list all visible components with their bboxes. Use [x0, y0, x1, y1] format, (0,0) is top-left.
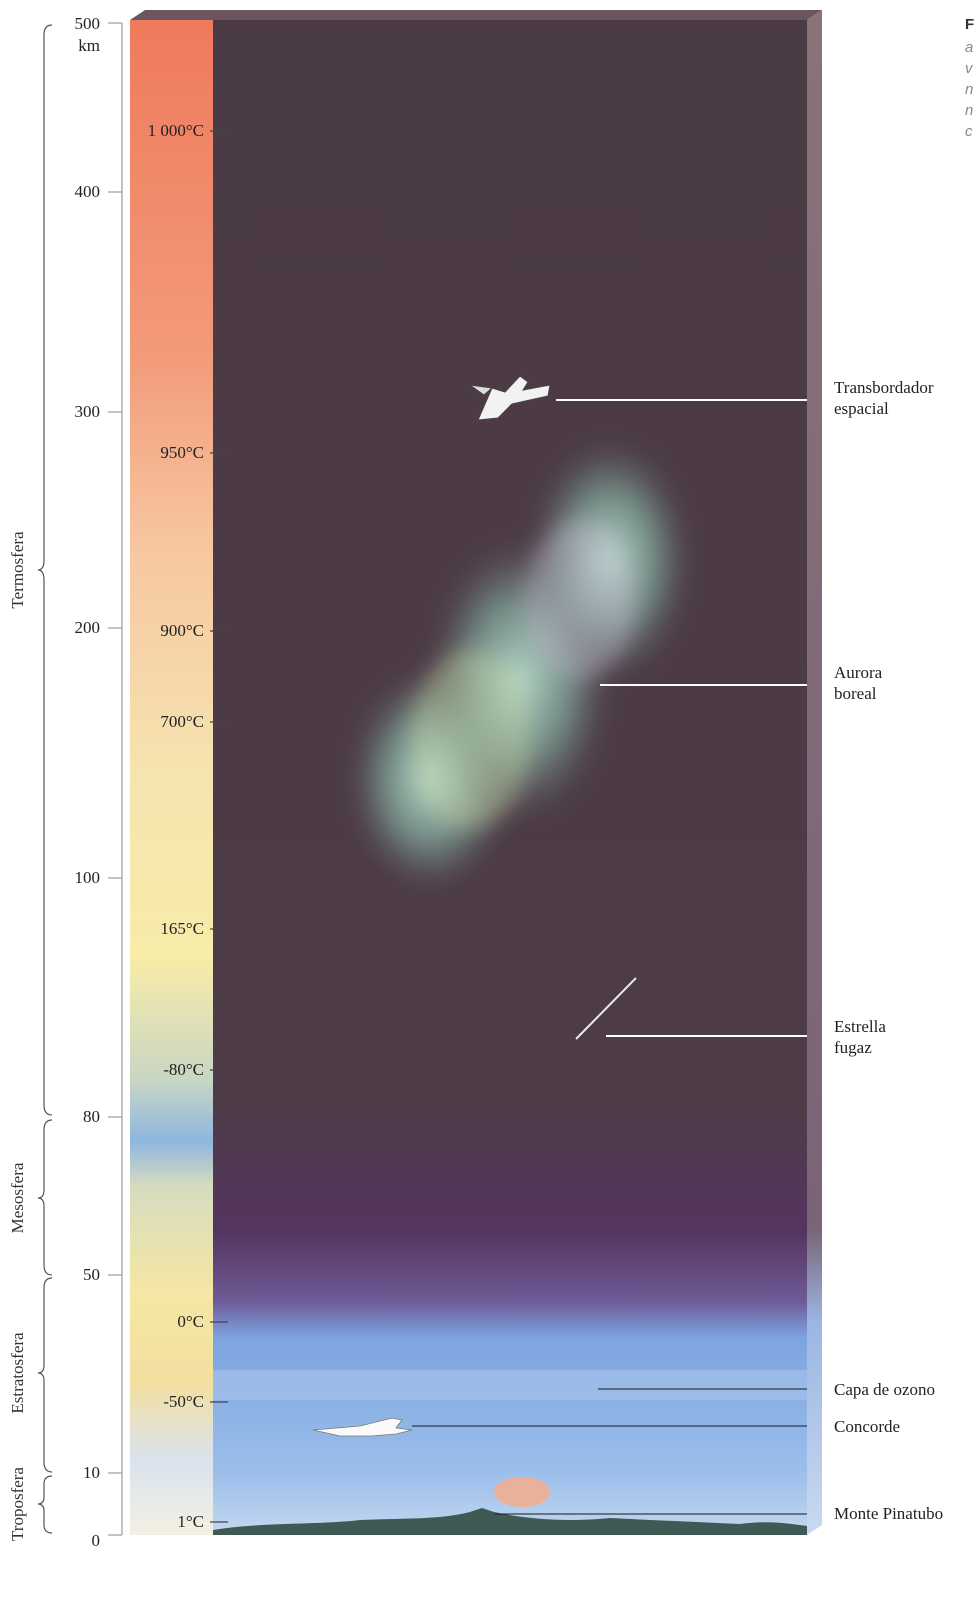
column-side-face: [807, 10, 822, 1535]
atmosphere-diagram: [37, 10, 822, 1536]
layer-braces: [37, 24, 53, 1534]
temperature-label: -50°C: [163, 1392, 204, 1411]
ground-terrain: [213, 1508, 807, 1535]
caption-line-fragment: c: [965, 123, 973, 140]
altitude-label-100: 100: [74, 868, 101, 887]
column-top-face: [130, 10, 822, 20]
annotation-ozone-layer: Capa de ozono: [834, 1380, 936, 1399]
shooting-star-trail: [575, 977, 637, 1040]
volcano-plume: [494, 1477, 550, 1507]
temperature-label: 900°C: [160, 621, 204, 640]
altitude-ticks: [108, 22, 122, 1536]
caption-title-fragment: F: [965, 16, 975, 33]
altitude-label-400: 400: [74, 182, 101, 201]
temperature-label: 1°C: [177, 1512, 204, 1531]
caption-line-fragment: n: [965, 102, 974, 119]
altitude-label-500: 500: [74, 14, 101, 33]
annotation-concorde: Concorde: [834, 1417, 901, 1436]
temperature-label: 700°C: [160, 712, 204, 731]
altitude-label-200: 200: [74, 618, 101, 637]
annotation-aurora: Aurora boreal: [834, 663, 883, 703]
temperature-strip: [130, 20, 213, 1535]
layer-label-termosfera: Termosfera: [8, 531, 27, 609]
altitude-label-80: 80: [83, 1107, 100, 1126]
layer-label-mesosfera: Mesosfera: [8, 1162, 27, 1234]
annotation-shooting-star: Estrella fugaz: [834, 1017, 886, 1057]
altitude-label-50: 50: [83, 1265, 100, 1284]
leader-lines: [412, 399, 807, 1515]
layer-label-troposfera: Troposfera: [8, 1467, 27, 1541]
caption-line-fragment: a: [965, 39, 974, 56]
aurora-illustration: [350, 440, 690, 890]
annotation-space-shuttle: Transbordador espacial: [834, 378, 934, 418]
caption-line-fragment: n: [965, 81, 974, 98]
temperature-label: 1 000°C: [147, 121, 204, 140]
annotation-mount-pinatubo: Monte Pinatubo: [834, 1504, 944, 1523]
temperature-label: 165°C: [160, 919, 204, 938]
ozone-band: [213, 1370, 807, 1400]
concorde-illustration: [312, 1417, 413, 1437]
temperature-label: 950°C: [160, 443, 204, 462]
temperature-label: 0°C: [177, 1312, 204, 1331]
temperature-ticks: [210, 130, 228, 1523]
caption-line-fragment: v: [965, 60, 973, 77]
altitude-unit-km: km: [78, 36, 100, 55]
temperature-label: -80°C: [163, 1060, 204, 1079]
altitude-label-0: 0: [91, 1531, 101, 1550]
space-shuttle-illustration: [469, 375, 551, 421]
altitude-label-300: 300: [74, 402, 101, 421]
altitude-label-10: 10: [83, 1463, 100, 1482]
